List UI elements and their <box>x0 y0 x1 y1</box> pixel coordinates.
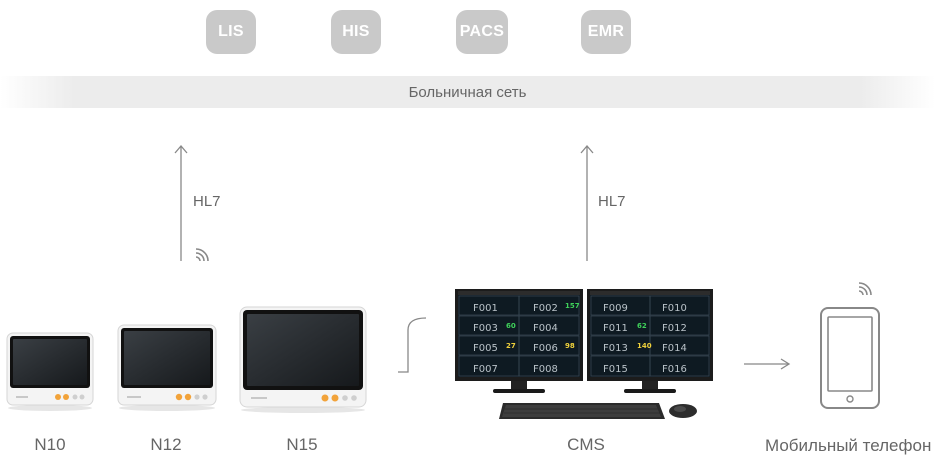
n15-label: N15 <box>286 435 318 454</box>
hospital-network-band: Больничная сеть <box>0 76 935 108</box>
n10-monitor-image[interactable] <box>6 332 94 412</box>
cms-readout: 60 <box>506 322 516 330</box>
mobile-link-arrow-icon <box>744 358 791 370</box>
cms-label: CMS <box>567 435 605 454</box>
emr-button[interactable]: EMR <box>581 10 631 54</box>
n15-monitor-image[interactable] <box>239 306 367 414</box>
n12-monitor-image[interactable] <box>117 324 217 412</box>
cms-bed-label: F003 <box>473 323 498 334</box>
cms-bed-label: F008 <box>533 364 558 375</box>
cms-bed-label: F014 <box>662 343 687 354</box>
cms-bed-label: F002 <box>533 303 558 314</box>
cms-readout: 62 <box>637 322 647 330</box>
cms-bed-label: F009 <box>603 303 628 314</box>
wired-connection-line <box>398 317 427 373</box>
cms-bed-label: F010 <box>662 303 687 314</box>
right-hl7-label: HL7 <box>598 193 626 210</box>
cms-readout: 98 <box>565 342 575 350</box>
mobile-wifi-icon <box>858 282 872 296</box>
n12-label: N12 <box>150 435 182 454</box>
left-uplink-arrow-icon <box>174 145 188 261</box>
cms-bed-label: F013 <box>603 343 628 354</box>
right-uplink-arrow-icon <box>580 145 594 261</box>
hospital-network-label: Больничная сеть <box>408 83 527 101</box>
mobile-phone-icon[interactable] <box>819 306 881 410</box>
cms-bed-label: F011 <box>603 323 628 334</box>
cms-bed-label: F012 <box>662 323 687 334</box>
cms-bed-label: F001 <box>473 303 498 314</box>
mobile-label: Мобильный телефон <box>765 436 932 455</box>
lis-button[interactable]: LIS <box>206 10 256 54</box>
cms-bed-label: F004 <box>533 323 558 334</box>
his-button[interactable]: HIS <box>331 10 381 54</box>
cms-bed-label: F005 <box>473 343 498 354</box>
left-wifi-icon <box>195 248 209 262</box>
cms-bed-label: F015 <box>603 364 628 375</box>
cms-bed-label: F016 <box>662 364 687 375</box>
pacs-button[interactable]: PACS <box>456 10 508 54</box>
left-hl7-label: HL7 <box>193 193 221 210</box>
n10-label: N10 <box>34 435 66 454</box>
cms-readout: 140 <box>637 342 652 350</box>
cms-readout: 157 <box>565 302 580 310</box>
cms-bed-label: F006 <box>533 343 558 354</box>
cms-readout: 27 <box>506 342 516 350</box>
cms-workstation-image[interactable]: F001 F002 F003 F004 F005 F006 F007 F008 … <box>453 287 715 421</box>
cms-bed-label: F007 <box>473 364 498 375</box>
